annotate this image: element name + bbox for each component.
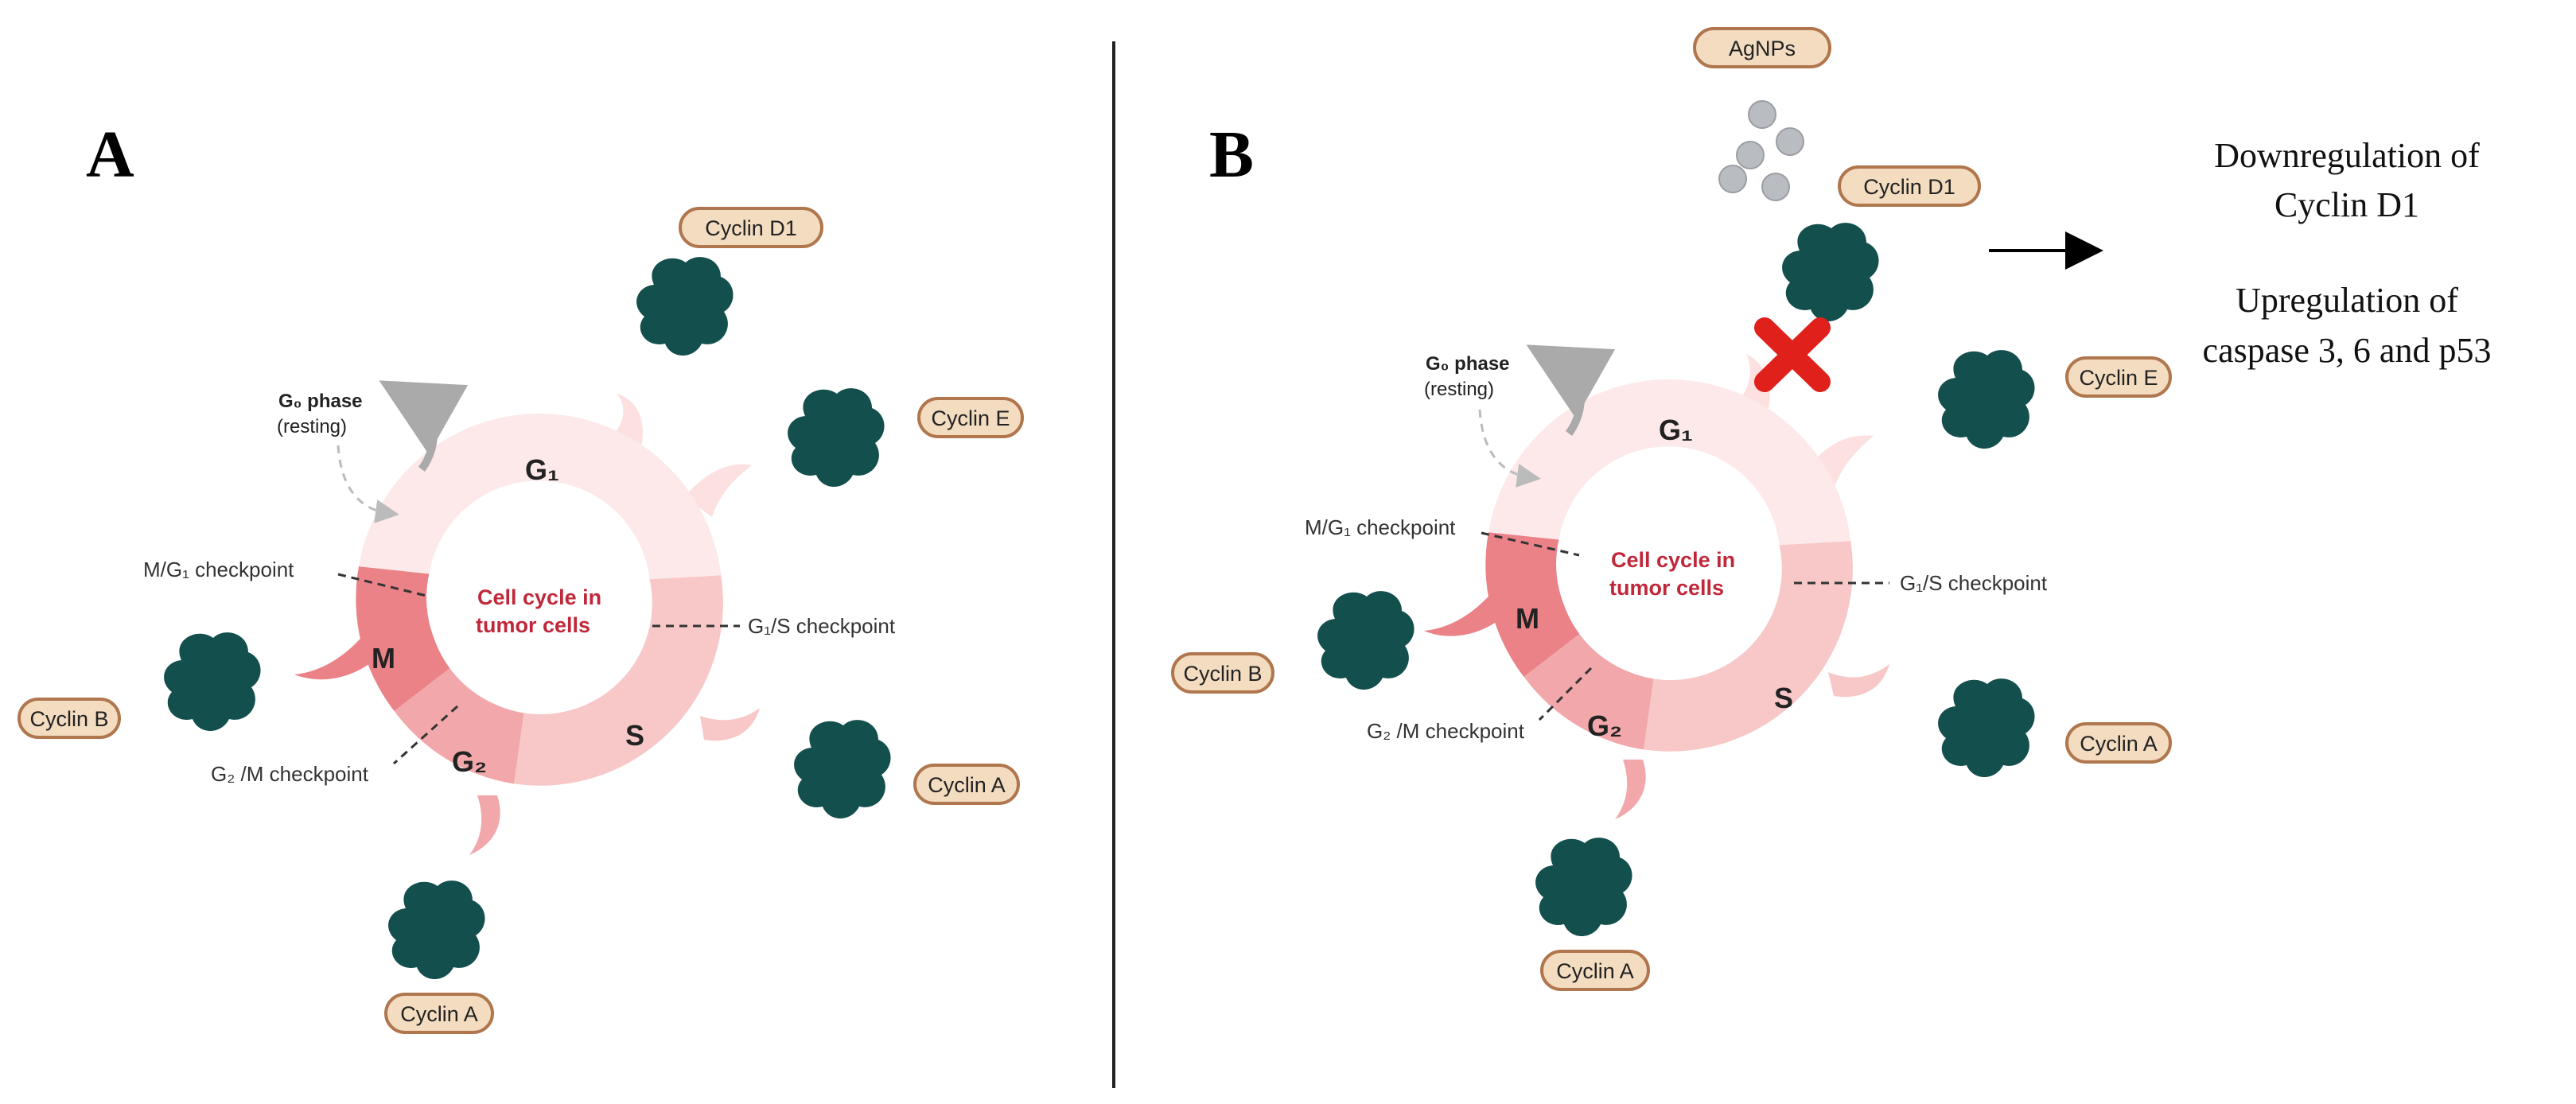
panel-a: A G₁ S G₂ M Cell cycle in tumor cells G₀… <box>18 118 1024 1034</box>
cyclin-b-protein-icon <box>1317 591 1414 690</box>
panel-a-cycle-ring <box>356 414 723 786</box>
center-label-line2: tumor cells <box>1609 576 1724 600</box>
phase-s-segment <box>514 575 723 786</box>
phase-g2-segment <box>1523 633 1654 750</box>
g0-exit-arrow <box>1526 344 1616 436</box>
cyclin-d1-protein-icon <box>1782 223 1879 321</box>
cyclin-b-tag-label: Cyclin B <box>1183 662 1262 686</box>
blocked-x-icon <box>1754 317 1831 392</box>
cyclin-b-tag-label: Cyclin B <box>29 707 108 731</box>
cyclin-a-right-tag: Cyclin A <box>913 764 1020 805</box>
checkpoint-g2m-label: G₂ /M checkpoint <box>1367 719 1525 743</box>
cyclin-b-protein-icon <box>164 632 261 731</box>
cyclin-e-protein-icon <box>788 388 885 487</box>
phase-s-label: S <box>1774 682 1793 714</box>
cyclin-e-tag: Cyclin E <box>917 397 1024 438</box>
g0-return-arrow <box>1478 409 1541 488</box>
checkpoint-g1s-label: G₁/S checkpoint <box>748 614 896 638</box>
cyclin-e-tag-label: Cyclin E <box>931 406 1010 430</box>
effect-text-line3: Upregulation of <box>2236 281 2458 320</box>
phase-m-label: M <box>1516 602 1539 635</box>
agnps-tag: AgNPs <box>1693 27 1831 68</box>
cyclin-e-tag: Cyclin E <box>2065 356 2172 398</box>
phase-g2-label: G₂ <box>452 745 487 778</box>
cyclin-a-right-protein-icon <box>794 720 891 818</box>
panel-b: B AgNPs G₁ S <box>1171 27 2492 991</box>
center-label-line2: tumor cells <box>476 613 590 637</box>
cyclin-d1-tag-label: Cyclin D1 <box>1863 175 1955 199</box>
phase-m-segment <box>356 566 451 711</box>
center-label-line1: Cell cycle in <box>477 585 601 609</box>
phase-g1-label: G₁ <box>1659 414 1693 446</box>
cyclin-e-tag-label: Cyclin E <box>2079 366 2158 390</box>
checkpoint-g2m-leader <box>392 705 459 765</box>
checkpoint-g2m-label: G₂ /M checkpoint <box>211 762 369 786</box>
effect-text-line1: Downregulation of <box>2214 136 2480 175</box>
g0-subtitle: (resting) <box>1424 379 1494 400</box>
g0-title: G₀ phase <box>1426 353 1510 375</box>
phase-g1-label: G₁ <box>525 453 559 486</box>
cyclin-e-protein-icon <box>1938 350 2035 449</box>
phase-m-label: M <box>372 642 395 674</box>
cyclin-d1-tag: Cyclin D1 <box>679 207 823 248</box>
cyclin-a-bottom-protein-icon <box>388 880 485 979</box>
phase-g2-label: G₂ <box>1587 709 1622 742</box>
cyclin-a-bottom-tag-label: Cyclin A <box>1556 959 1634 983</box>
cyclin-a-bottom-tag: Cyclin A <box>1540 950 1650 991</box>
phase-s-segment <box>1644 541 1853 752</box>
cyclin-a-bottom-tag: Cyclin A <box>384 993 494 1034</box>
panel-b-cycle-ring <box>1485 379 1853 752</box>
cyclin-d1-tag-label: Cyclin D1 <box>705 216 797 240</box>
cyclin-b-tag: Cyclin B <box>1171 652 1274 694</box>
cyclin-a-right-protein-icon <box>1938 678 2035 777</box>
phase-m-segment <box>1485 532 1581 677</box>
g0-subtitle: (resting) <box>277 416 347 437</box>
phase-g2-segment <box>394 667 524 784</box>
cyclin-a-right-tag: Cyclin A <box>2065 722 2172 764</box>
g0-exit-arrow <box>379 380 469 472</box>
checkpoint-g1s-label: G₁/S checkpoint <box>1900 571 2048 595</box>
phase-g1-segment <box>359 414 722 580</box>
cyclin-a-bottom-protein-icon <box>1535 838 1632 936</box>
center-label-line1: Cell cycle in <box>1611 548 1735 572</box>
checkpoint-mg1-leader <box>337 573 430 598</box>
checkpoint-g2m-leader <box>1538 667 1593 721</box>
panel-a-letter: A <box>86 118 134 192</box>
checkpoint-mg1-label: M/G₁ checkpoint <box>143 558 294 581</box>
cyclin-d1-tag: Cyclin D1 <box>1838 165 1981 207</box>
nanoparticle-cluster <box>1718 100 1804 201</box>
panel-b-letter: B <box>1209 118 1254 192</box>
cyclin-d1-protein-icon <box>636 257 733 356</box>
agnps-tag-label: AgNPs <box>1729 37 1796 60</box>
effect-text-line4: caspase 3, 6 and p53 <box>2203 331 2492 370</box>
phase-s-label: S <box>625 719 644 752</box>
cyclin-a-bottom-tag-label: Cyclin A <box>400 1002 478 1026</box>
effect-text-line2: Cyclin D1 <box>2274 185 2419 224</box>
cyclin-b-tag: Cyclin B <box>18 698 121 739</box>
checkpoint-mg1-leader <box>1481 531 1580 557</box>
cyclin-a-right-tag-label: Cyclin A <box>928 773 1006 797</box>
cyclin-a-right-tag-label: Cyclin A <box>2080 732 2158 756</box>
g0-title: G₀ phase <box>278 391 363 412</box>
g0-return-arrow <box>337 445 399 523</box>
checkpoint-mg1-label: M/G₁ checkpoint <box>1305 515 1456 539</box>
